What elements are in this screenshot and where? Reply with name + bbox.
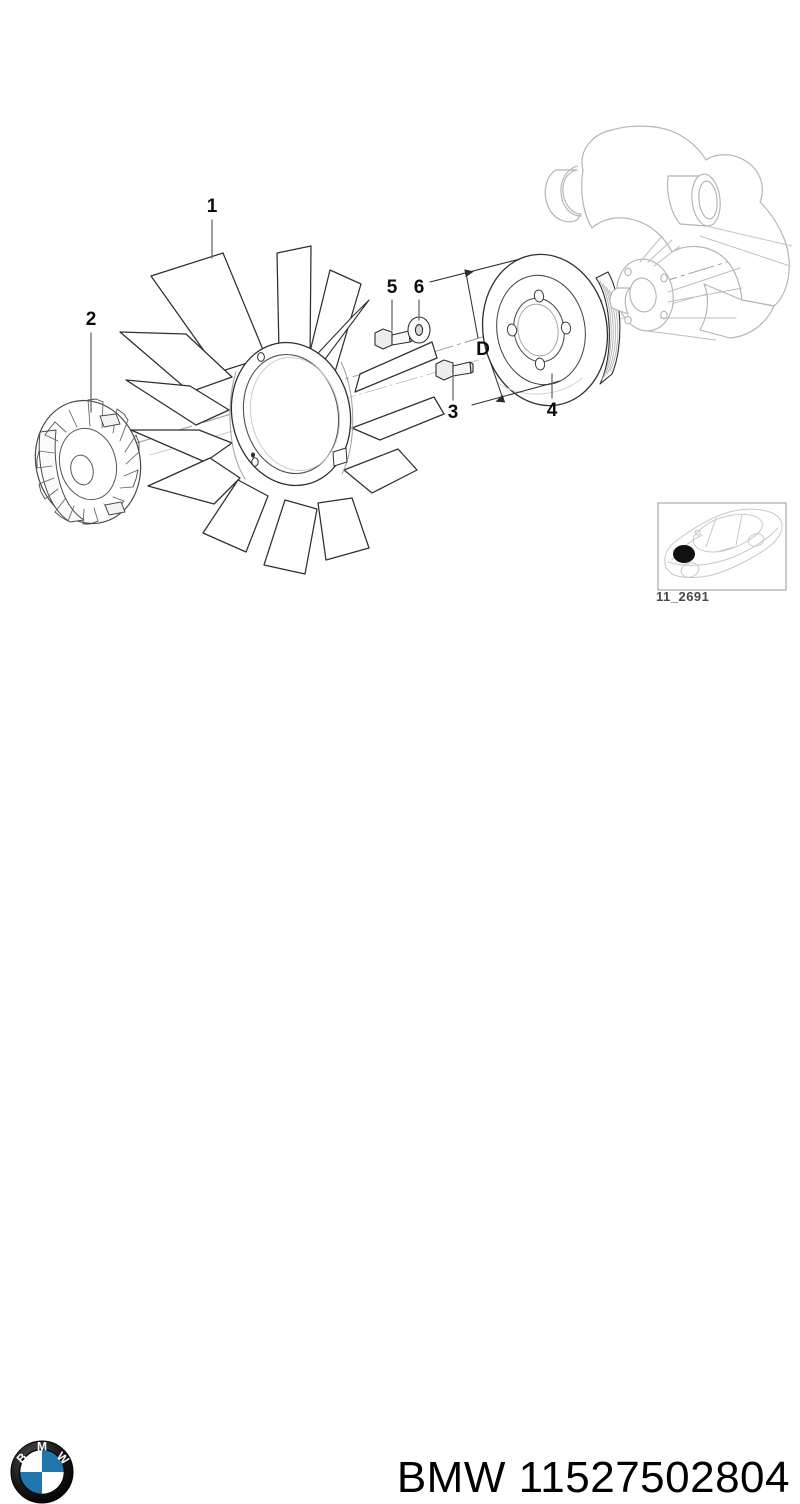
part-4-belt-pulley — [481, 253, 621, 407]
vehicle-locator-inset — [657, 502, 787, 591]
roundel-letter-m: M — [37, 1440, 47, 1454]
callout-2-label: 2 — [86, 309, 97, 330]
callout-5-label: 5 — [387, 277, 398, 298]
callout-4-label: 4 — [547, 400, 558, 421]
part-1-fan-blade-assembly — [119, 245, 445, 575]
callout-3-label: 3 — [448, 402, 459, 423]
part-6-washer — [407, 316, 431, 344]
inset-border — [657, 502, 787, 591]
footer-bar: B M W BMW 11527502804 — [0, 718, 800, 1504]
part-2-viscous-fan-clutch — [34, 398, 142, 525]
bmw-roundel-logo: B M W — [10, 1440, 74, 1504]
callout-1-label: 1 — [207, 196, 218, 217]
inset-caption: 11_2691 — [656, 589, 709, 604]
water-pump-housing-reference — [544, 125, 793, 341]
engine-bay-location-marker — [673, 545, 695, 563]
part-3-pulley-bolt — [435, 359, 474, 381]
callout-6-label: 6 — [414, 277, 425, 298]
callout-leaders — [90, 219, 553, 413]
parts-diagram-stage: 1 2 3 4 5 6 D — [0, 125, 800, 1504]
dimension-d-label: D — [476, 339, 490, 360]
part-number-caption: BMW 11527502804 — [396, 1453, 790, 1502]
technical-drawing-canvas: 1 2 3 4 5 6 D — [34, 125, 793, 604]
dimension-d-leaders — [429, 258, 561, 406]
part-5-hex-bolt — [374, 328, 413, 350]
